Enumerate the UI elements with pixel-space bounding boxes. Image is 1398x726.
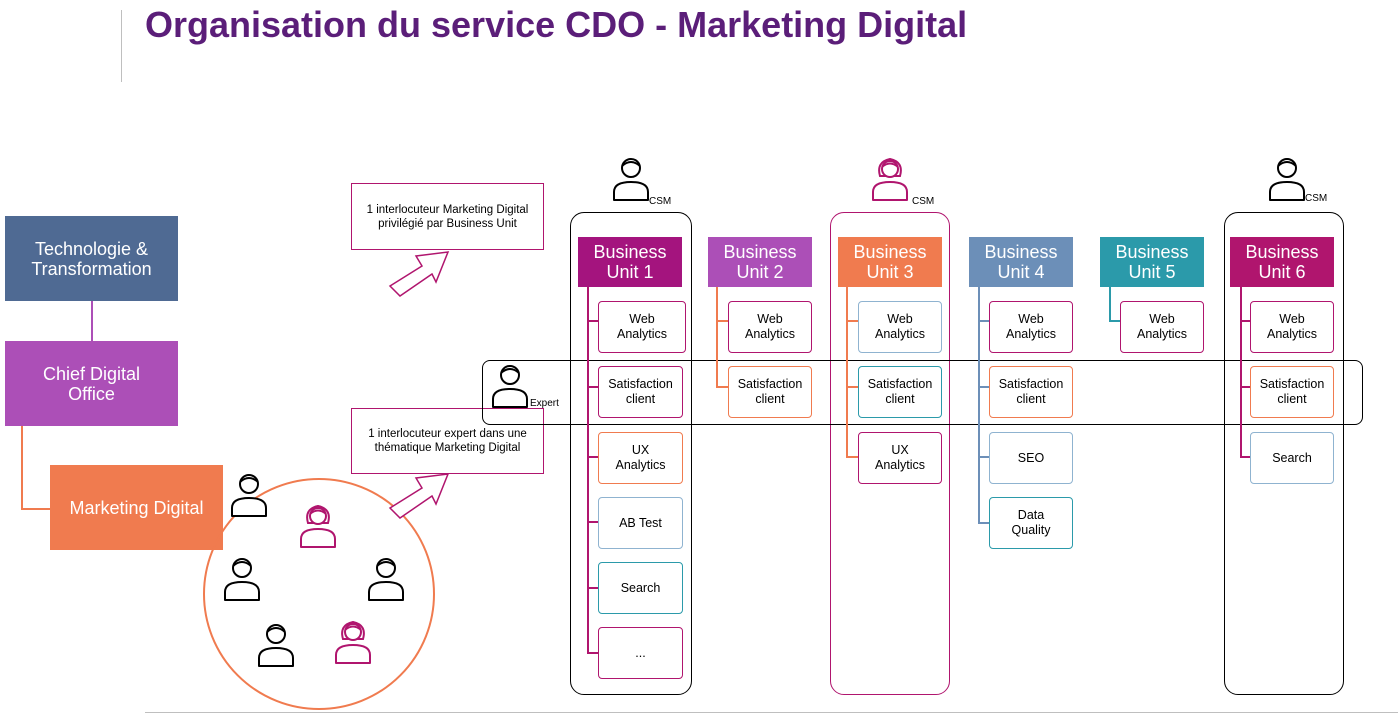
person-female-icon bbox=[872, 157, 908, 201]
bottom-divider bbox=[145, 712, 1398, 713]
expert-label: Expert bbox=[530, 398, 559, 409]
bu5-header: Business Unit 5 bbox=[1100, 237, 1204, 287]
bu1-item-search: Search bbox=[598, 562, 683, 614]
callout-bu-contact: 1 interlocuteur Marketing Digital privil… bbox=[351, 183, 544, 250]
bu3-item-web-analytics: Web Analytics bbox=[858, 301, 942, 353]
team-circle bbox=[203, 478, 435, 710]
person-icon bbox=[224, 558, 260, 601]
bu4-connector bbox=[978, 287, 980, 523]
arrow-up-right-icon bbox=[388, 251, 450, 297]
bu6-connector bbox=[1240, 287, 1242, 457]
bu3-column-frame bbox=[830, 212, 950, 695]
bu2-header: Business Unit 2 bbox=[708, 237, 812, 287]
arrow-up-right-icon bbox=[388, 473, 450, 519]
bu-header-line2: Unit 2 bbox=[736, 262, 784, 282]
bu4-stub bbox=[978, 320, 990, 322]
person-female-icon bbox=[300, 504, 336, 548]
bu2-item-satisfaction: Satisfaction client bbox=[728, 366, 812, 418]
bu1-item-satisfaction: Satisfaction client bbox=[598, 366, 683, 418]
bu1-header: Business Unit 1 bbox=[578, 237, 682, 287]
bu6-stub bbox=[1240, 320, 1252, 322]
bu-header-line2: Unit 5 bbox=[1128, 262, 1176, 282]
bu-header-line1: Business bbox=[984, 242, 1058, 262]
bu1-stub bbox=[587, 652, 599, 654]
bu3-item-satisfaction: Satisfaction client bbox=[858, 366, 942, 418]
title-divider bbox=[121, 10, 122, 82]
bu3-stub bbox=[846, 320, 858, 322]
org-connector-3 bbox=[21, 508, 50, 510]
bu1-stub bbox=[587, 521, 599, 523]
marketing-digital-box: Marketing Digital bbox=[50, 465, 223, 550]
org-connector-2 bbox=[21, 426, 23, 509]
csm-label: CSM bbox=[649, 196, 672, 207]
tech-transformation-box: Technologie & Transformation bbox=[5, 216, 178, 301]
csm-label: CSM bbox=[1305, 193, 1328, 204]
csm-label: CSM bbox=[912, 196, 935, 207]
person-icon bbox=[368, 558, 404, 601]
bu-header-line2: Unit 3 bbox=[866, 262, 914, 282]
chief-digital-office-box: Chief Digital Office bbox=[5, 341, 178, 426]
bu1-stub bbox=[587, 587, 599, 589]
bu6-item-search: Search bbox=[1250, 432, 1334, 484]
bu6-item-satisfaction: Satisfaction client bbox=[1250, 366, 1334, 418]
person-icon bbox=[258, 624, 294, 667]
expert-band bbox=[482, 360, 1363, 425]
bu4-header: Business Unit 4 bbox=[969, 237, 1073, 287]
bu4-stub bbox=[978, 456, 990, 458]
bu4-stub bbox=[978, 522, 990, 524]
bu-header-line1: Business bbox=[1115, 242, 1189, 262]
bu1-column-frame bbox=[570, 212, 692, 695]
marketing-digital-label: Marketing Digital bbox=[69, 497, 204, 518]
bu3-header: Business Unit 3 bbox=[838, 237, 942, 287]
bu4-item-web-analytics: Web Analytics bbox=[989, 301, 1073, 353]
bu-header-line2: Unit 4 bbox=[997, 262, 1045, 282]
callout-bu-contact-text: 1 interlocuteur Marketing Digital privil… bbox=[366, 203, 529, 230]
bu4-item-data-quality: Data Quality bbox=[989, 497, 1073, 549]
bu-header-line1: Business bbox=[723, 242, 797, 262]
bu-header-line1: Business bbox=[1245, 242, 1319, 262]
person-icon bbox=[492, 365, 528, 408]
chief-digital-office-label: Chief Digital Office bbox=[42, 363, 141, 404]
bu4-item-satisfaction: Satisfaction client bbox=[989, 366, 1073, 418]
bu4-stub bbox=[978, 386, 990, 388]
bu-header-line1: Business bbox=[853, 242, 927, 262]
bu3-stub bbox=[846, 456, 858, 458]
bu6-header: Business Unit 6 bbox=[1230, 237, 1334, 287]
bu4-item-seo: SEO bbox=[989, 432, 1073, 484]
bu6-column-frame bbox=[1224, 212, 1344, 695]
bu3-stub bbox=[846, 386, 858, 388]
bu2-connector bbox=[716, 287, 718, 386]
callout-expert-contact-text: 1 interlocuteur expert dans une thématiq… bbox=[368, 428, 527, 454]
person-female-icon bbox=[335, 620, 371, 664]
bu1-connector bbox=[587, 287, 589, 653]
bu6-stub bbox=[1240, 456, 1252, 458]
bu1-item-ux-analytics: UX Analytics bbox=[598, 432, 683, 484]
tech-transformation-label: Technologie & Transformation bbox=[31, 238, 152, 279]
bu2-stub bbox=[716, 320, 728, 322]
bu3-item-ux-analytics: UX Analytics bbox=[858, 432, 942, 484]
org-connector-1 bbox=[91, 301, 93, 341]
bu6-stub bbox=[1240, 386, 1252, 388]
bu1-stub bbox=[587, 386, 599, 388]
bu6-item-web-analytics: Web Analytics bbox=[1250, 301, 1334, 353]
page-title: Organisation du service CDO - Marketing … bbox=[145, 4, 968, 45]
bu1-item-more: ... bbox=[598, 627, 683, 679]
bu1-stub bbox=[587, 320, 599, 322]
callout-expert-contact: 1 interlocuteur expert dans une thématiq… bbox=[351, 408, 544, 474]
bu2-stub bbox=[716, 386, 728, 388]
bu-header-line1: Business bbox=[593, 242, 667, 262]
bu-header-line2: Unit 1 bbox=[606, 262, 654, 282]
bu3-connector bbox=[846, 287, 848, 457]
bu1-item-ab-test: AB Test bbox=[598, 497, 683, 549]
bu5-connector bbox=[1109, 287, 1111, 321]
bu-header-line2: Unit 6 bbox=[1258, 262, 1306, 282]
bu2-item-web-analytics: Web Analytics bbox=[728, 301, 812, 353]
person-icon bbox=[231, 474, 267, 517]
bu5-item-web-analytics: Web Analytics bbox=[1120, 301, 1204, 353]
person-icon bbox=[613, 158, 649, 201]
bu5-stub bbox=[1109, 320, 1121, 322]
bu1-stub bbox=[587, 456, 599, 458]
bu1-item-web-analytics: Web Analytics bbox=[598, 301, 686, 353]
person-icon bbox=[1269, 158, 1305, 201]
